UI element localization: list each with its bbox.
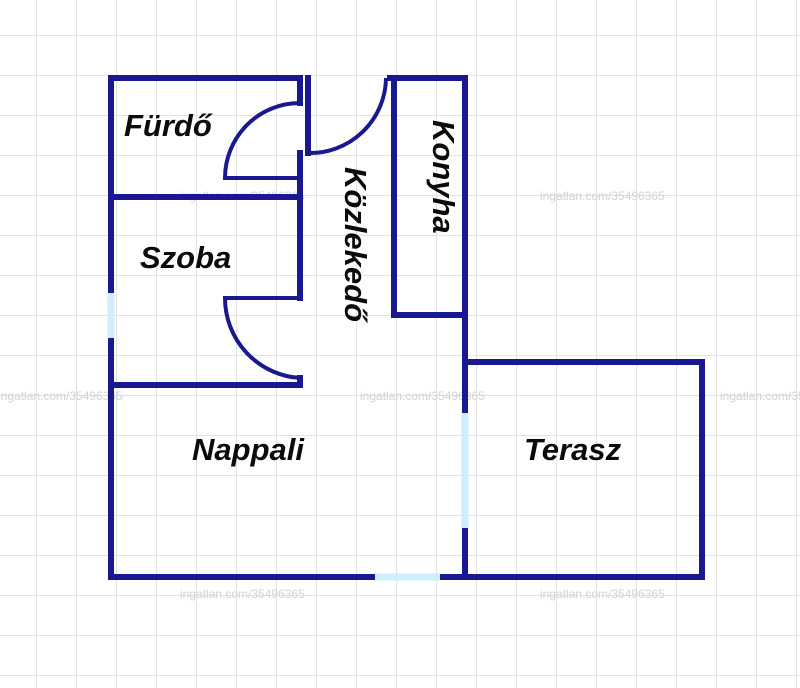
- windows: [107, 293, 469, 581]
- room-label-furdo: Fürdő: [124, 108, 213, 143]
- room-label-szoba: Szoba: [140, 240, 231, 275]
- door-furdo: [222, 101, 301, 180]
- doors: [222, 77, 388, 380]
- room-labels: Fürdő Szoba Nappali Terasz Konyha Közlek…: [124, 108, 622, 467]
- door-szoba: [222, 296, 301, 380]
- room-label-terasz: Terasz: [524, 432, 622, 467]
- watermark-6: ingatlan.com/35496365: [180, 587, 305, 601]
- walls: [108, 75, 705, 580]
- watermark-2: ingatlan.com/35496365: [540, 189, 665, 203]
- watermark-7: ingatlan.com/35496365: [540, 587, 665, 601]
- room-label-konyha: Konyha: [426, 120, 461, 234]
- door-entrance: [307, 77, 388, 156]
- room-label-nappali: Nappali: [192, 432, 305, 467]
- room-label-kozlekedo: Közlekedő: [338, 167, 373, 323]
- watermarks: ingatlan.com/35496365 ingatlan.com/35496…: [0, 189, 800, 601]
- watermark-3: ingatlan.com/35496365: [0, 389, 123, 403]
- watermark-5: ingatlan.com/35496365: [720, 389, 800, 403]
- watermark-4: ingatlan.com/35496365: [360, 389, 485, 403]
